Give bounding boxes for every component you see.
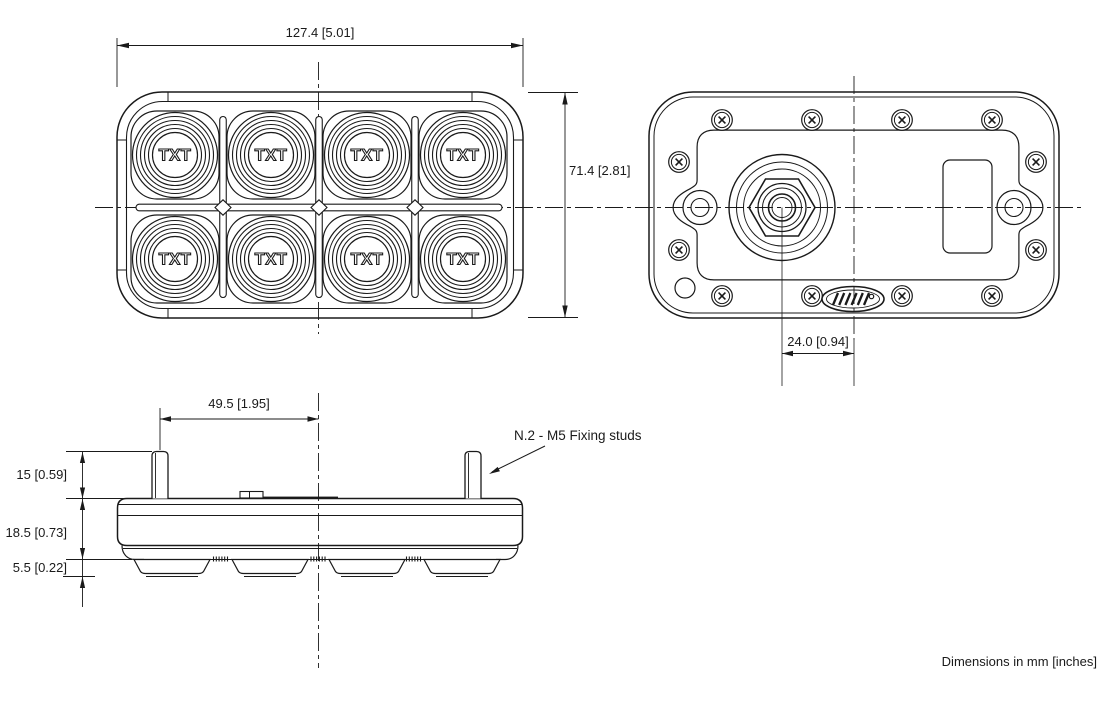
dim-height-label: 71.4 [2.81]	[569, 163, 631, 178]
index-hole	[674, 277, 696, 299]
screw-icon	[710, 284, 734, 308]
screw-icon	[667, 150, 691, 174]
rectangular-recess	[942, 159, 993, 254]
brand-logo	[821, 285, 885, 313]
button-separators	[135, 115, 503, 299]
button-label: TXT	[255, 251, 288, 269]
dim-button-height-label: 5.5 [0.22]	[12, 560, 67, 575]
fixing-stud-right	[464, 450, 482, 499]
dimension-lines	[63, 38, 854, 607]
button-label: TXT	[351, 147, 384, 165]
screw-icon	[890, 284, 914, 308]
screw-icon	[800, 284, 824, 308]
screw-icon	[710, 108, 734, 132]
units-note-label: Dimensions in mm [inches]	[941, 654, 1097, 669]
screw-icon	[980, 284, 1004, 308]
button-labels: TXT TXT TXT TXT TXT TXT TXT TXT	[158, 146, 480, 269]
button-label: TXT	[159, 147, 192, 165]
button-caps	[132, 558, 502, 575]
button-label: TXT	[447, 147, 480, 165]
screw-icon	[1024, 150, 1048, 174]
button-label: TXT	[351, 251, 384, 269]
fixing-stud-left	[151, 450, 169, 499]
dim-body-height-label: 18.5 [0.73]	[5, 525, 67, 540]
bezel-ticks	[117, 92, 523, 318]
screw-icon	[667, 238, 691, 262]
button-label: TXT	[255, 147, 288, 165]
side-view-drawing	[116, 450, 524, 577]
mounting-hole-right	[996, 189, 1032, 226]
top-plate	[252, 496, 338, 499]
button-label: TXT	[159, 251, 192, 269]
dim-stud-offset-label: 49.5 [1.95]	[208, 396, 270, 411]
screw-icon	[1024, 238, 1048, 262]
dim-stud-height-label: 15 [0.59]	[16, 467, 67, 482]
screw-icon	[890, 108, 914, 132]
dim-connector-offset-label: 24.0 [0.94]	[787, 334, 849, 349]
studs-note-label: N.2 - M5 Fixing studs	[514, 428, 642, 443]
screw-icon	[980, 108, 1004, 132]
dimension-arrows	[79, 42, 854, 588]
button-label: TXT	[447, 251, 480, 269]
knurl-marks	[212, 556, 422, 562]
dim-width-label: 127.4 [5.01]	[285, 25, 355, 40]
top-tab	[239, 490, 264, 499]
body-outline	[116, 497, 524, 547]
axis-extension-lines	[781, 207, 855, 386]
screw-icon	[800, 108, 824, 132]
